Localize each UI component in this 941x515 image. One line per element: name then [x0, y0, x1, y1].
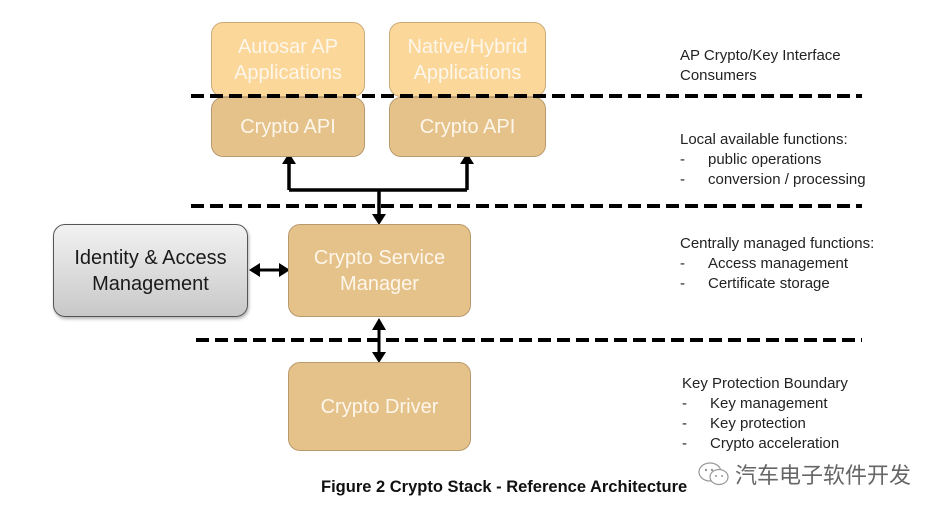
note-item-text: conversion / processing: [708, 171, 866, 188]
note-item: - conversion / processing: [680, 170, 866, 190]
bullet: -: [680, 151, 685, 168]
note-local-functions: Local available functions: - public opera…: [680, 130, 866, 190]
note-item-text: Access management: [708, 255, 849, 272]
note-item-text: Key management: [710, 395, 828, 412]
identity-access-management-box: Identity & Access Management: [53, 224, 248, 317]
bullet: -: [680, 255, 685, 272]
bullet: -: [682, 435, 687, 452]
note-title: Key Protection Boundary: [682, 375, 848, 392]
note-title: Centrally managed functions:: [680, 235, 875, 252]
arrow-to-csm-left: [279, 263, 290, 277]
note-item: - public operations: [680, 150, 866, 170]
note-title: Local available functions:: [680, 131, 848, 148]
note-item: - Key protection: [682, 414, 848, 434]
box-label: Identity & Access: [74, 246, 227, 269]
autosar-ap-applications-box: Autosar AP Applications: [211, 22, 365, 97]
note-item: - Key management: [682, 394, 848, 414]
note-title: Consumers: [680, 67, 757, 84]
bullet: -: [680, 171, 685, 188]
box-label: Manager: [340, 272, 419, 295]
crypto-api-right-box: Crypto API: [389, 97, 546, 157]
watermark-text: 汽车电子软件开发: [735, 464, 912, 489]
wechat-icon: [698, 462, 729, 486]
box-label: Native/Hybrid: [407, 35, 528, 58]
note-item: - Crypto acceleration: [682, 434, 848, 454]
fork-connector: [287, 162, 469, 216]
crypto-service-manager-box: Crypto Service Manager: [288, 224, 471, 317]
bullet: -: [682, 415, 687, 432]
box-label: Crypto API: [419, 116, 516, 138]
crypto-driver-box: Crypto Driver: [288, 362, 471, 451]
watermark: 汽车电子软件开发: [697, 458, 911, 490]
note-item-text: Certificate storage: [708, 275, 830, 292]
bullet: -: [680, 275, 685, 292]
arrow-up-csm: [372, 318, 386, 330]
note-central-functions: Centrally managed functions: - Access man…: [680, 234, 874, 294]
arrow-to-csm: [372, 214, 386, 225]
figure-caption: Figure 2 Crypto Stack - Reference Archit…: [321, 478, 688, 496]
note-key-protection: Key Protection Boundary -Key management …: [682, 374, 848, 454]
bullet: -: [682, 395, 687, 412]
box-label: Crypto Driver: [320, 395, 439, 418]
note-item: - Access management: [680, 254, 874, 274]
arrow-down-driver: [372, 352, 386, 363]
box-label: Management: [92, 272, 209, 295]
arrow-to-crypto-api-right: [460, 153, 474, 164]
box-label: Autosar AP: [237, 35, 339, 58]
note-item-text: Key protection: [710, 415, 806, 432]
note-item-text: public operations: [708, 151, 822, 168]
box-label: Crypto API: [240, 116, 336, 138]
note-title: AP Crypto/Key Interface: [680, 47, 841, 64]
arrow-to-iam: [249, 263, 260, 277]
box-label: Crypto Service: [313, 246, 446, 269]
box-label: Applications: [234, 61, 342, 84]
note-item: - Certificate storage: [680, 274, 874, 294]
box-label: Applications: [413, 61, 522, 84]
arrow-to-crypto-api-left: [282, 153, 296, 164]
note-consumers: AP Crypto/Key Interface Consumers: [680, 46, 841, 86]
note-item-text: Crypto acceleration: [710, 435, 840, 452]
